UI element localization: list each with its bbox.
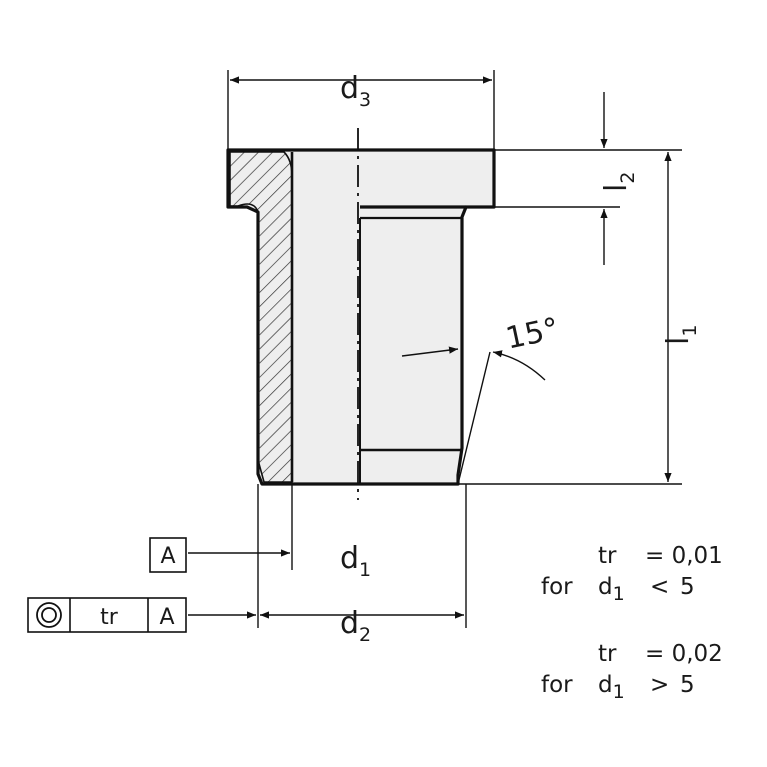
- dimension-d1: A d1: [149, 484, 371, 581]
- d3-label: d3: [340, 71, 371, 111]
- datum-label: A: [160, 544, 175, 569]
- tolerance-value: tr: [100, 605, 119, 630]
- angle-label: 15°: [503, 311, 562, 356]
- note-1-line-1: tr= 0,01: [598, 543, 723, 569]
- note-2-line-1: tr= 0,02: [598, 641, 723, 667]
- concentricity-icon: [36, 602, 62, 628]
- section-hatching: [229, 151, 293, 483]
- l1-label: l1: [661, 325, 701, 345]
- d1-label: d1: [340, 541, 371, 581]
- dimension-d3: d3: [227, 70, 495, 150]
- dimension-l1: l1: [458, 149, 701, 485]
- bushing-body: [226, 128, 496, 500]
- dimension-d2: d2: [188, 484, 467, 646]
- l2-label: l2: [599, 172, 639, 192]
- d2-label: d2: [340, 606, 371, 646]
- dimension-l2: l2: [466, 92, 639, 265]
- tolerance-datum: A: [159, 605, 174, 630]
- tolerance-frame: tr A: [27, 597, 187, 633]
- datum-box: [149, 537, 187, 573]
